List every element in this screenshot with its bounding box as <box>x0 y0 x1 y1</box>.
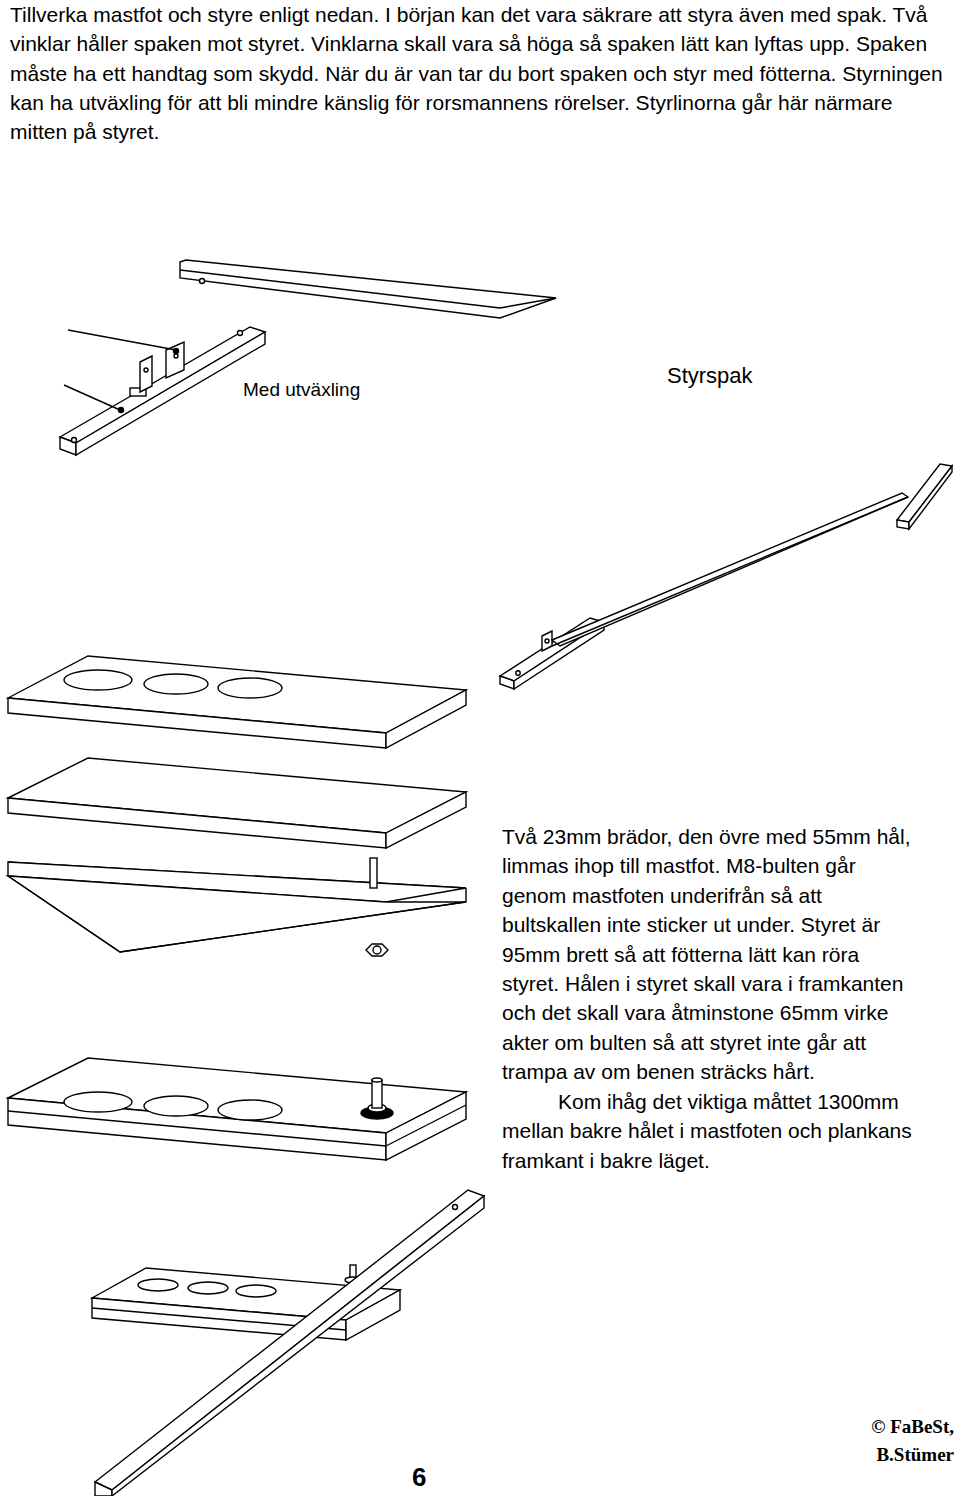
mast-foot-top-board <box>64 670 132 690</box>
mast-foot-assembled <box>144 1096 208 1116</box>
geared-steering-board <box>119 408 124 413</box>
lever-bar <box>180 260 556 318</box>
mast-foot-with-steering-board <box>95 1190 484 1490</box>
lever-bar <box>500 298 556 308</box>
steering-lever <box>500 464 952 689</box>
instruction-note: Kom ihåg det viktiga måttet 1300mm mella… <box>502 1087 912 1175</box>
steering-lever <box>516 671 520 675</box>
mast-foot-assembled <box>64 1092 132 1112</box>
steering-lever <box>897 520 909 529</box>
steering-lever <box>897 464 952 522</box>
mast-foot-underside <box>8 858 466 956</box>
mast-foot-top-board <box>8 698 386 748</box>
mast-foot-with-steering-board <box>112 1196 484 1496</box>
mast-foot-underside <box>8 876 466 952</box>
geared-steering-board <box>60 437 76 455</box>
mast-foot-assembled <box>386 1092 466 1160</box>
mast-foot-assembled <box>372 1078 382 1082</box>
mast-foot-assembled <box>372 1080 382 1108</box>
part-label: Med utväxling <box>243 378 403 402</box>
steering-lever <box>500 676 514 689</box>
lever-bar <box>180 260 556 318</box>
geared-steering-board <box>140 356 152 392</box>
mast-foot-top-board <box>386 690 466 748</box>
steering-lever <box>909 466 952 529</box>
geared-steering-board <box>76 332 265 455</box>
mast-foot-bottom-board <box>8 798 386 848</box>
lever-bar <box>200 279 205 284</box>
page-number: 6 <box>412 1462 442 1492</box>
instruction-text: Två 23mm brädor, den övre med 55mm hål, … <box>502 822 912 1087</box>
geared-steering-board <box>72 438 77 443</box>
mast-foot-with-steering-board <box>95 1482 112 1496</box>
steering-lever <box>545 639 549 643</box>
mast-foot-underside <box>373 946 381 954</box>
geared-steering-board <box>144 368 148 372</box>
geared-steering-board <box>166 342 184 378</box>
mast-foot-with-steering-board <box>92 1190 484 1496</box>
mast-foot-underside <box>366 944 388 956</box>
mast-foot-assembled <box>8 1058 466 1160</box>
geared-steering-board <box>174 349 179 354</box>
mast-foot-with-steering-board <box>188 1282 228 1294</box>
intro-text: Tillverka mastfot och styre enligt nedan… <box>10 0 955 146</box>
mast-foot-top-board <box>144 674 208 694</box>
lever-bar <box>180 270 500 308</box>
geared-steering-board <box>68 330 176 350</box>
mast-foot-underside <box>8 876 466 952</box>
geared-steering-board <box>174 354 178 358</box>
mast-foot-bottom-board <box>386 792 466 848</box>
part-label: Styrspak <box>667 362 807 389</box>
mast-foot-with-steering-board <box>138 1279 178 1291</box>
mast-foot-with-steering-board <box>453 1205 458 1210</box>
geared-steering-board <box>60 327 265 443</box>
copyright: © FaBeSt, B.Stümer <box>836 1413 954 1469</box>
geared-steering-board <box>238 331 243 336</box>
steering-lever <box>552 497 908 646</box>
geared-steering-board <box>64 385 120 410</box>
mast-foot-top-board <box>8 656 466 748</box>
mast-foot-top-board <box>218 678 282 698</box>
geared-steering-board <box>60 327 265 455</box>
mast-foot-assembled <box>8 1111 386 1146</box>
mast-foot-with-steering-board <box>236 1285 276 1297</box>
mast-foot-bottom-board <box>8 758 466 848</box>
mast-foot-assembled <box>386 1105 466 1146</box>
steering-lever <box>542 631 552 651</box>
mast-foot-assembled <box>218 1100 282 1120</box>
mast-foot-underside <box>370 858 377 888</box>
steering-lever <box>552 493 908 646</box>
